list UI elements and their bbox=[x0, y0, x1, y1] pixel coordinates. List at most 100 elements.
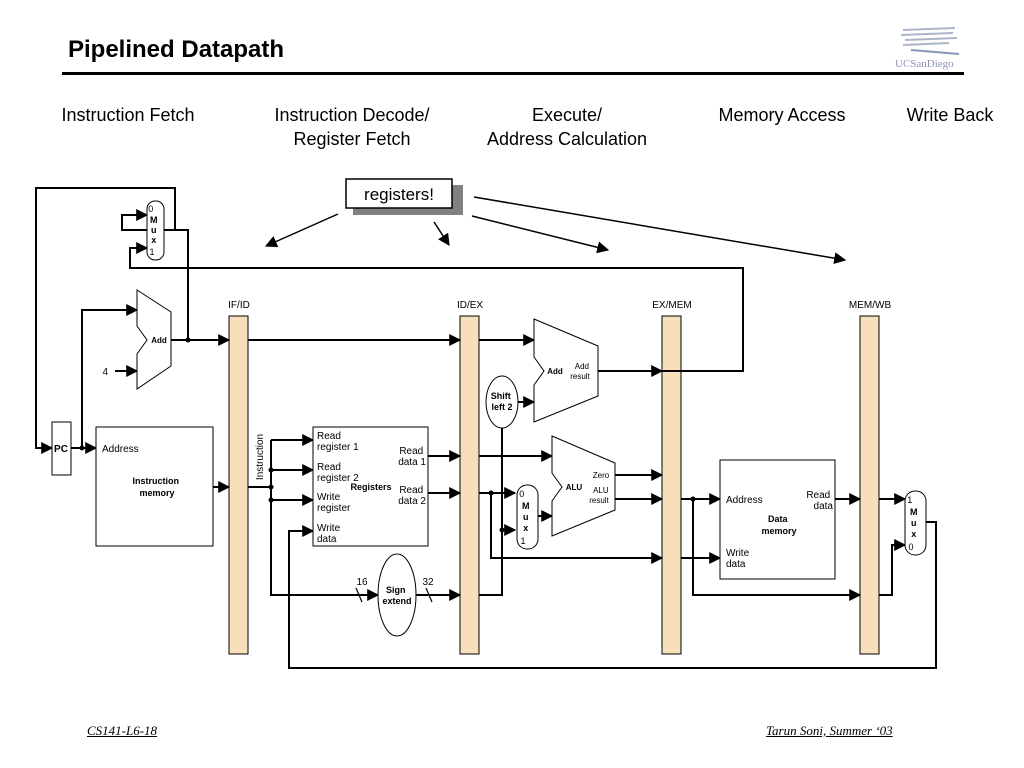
branch-adder-label: Add bbox=[547, 367, 563, 376]
ucsd-logo-text: UCSanDiego bbox=[895, 58, 954, 70]
pipeline-register-label: ID/EX bbox=[457, 300, 483, 311]
mux-label-line: u bbox=[151, 225, 157, 235]
mux-label-line: x bbox=[151, 235, 156, 245]
mux-label-line: 0 bbox=[148, 204, 153, 214]
label-line: data bbox=[814, 501, 834, 512]
registers-callout: registers! bbox=[264, 178, 847, 265]
data-memory-label: Data memory bbox=[761, 514, 796, 536]
label-line: extend bbox=[382, 596, 411, 606]
mux-ex-label: 0 M u x 1 bbox=[519, 489, 532, 546]
wire-write-back bbox=[288, 521, 937, 669]
label-line: Read bbox=[806, 490, 830, 501]
label-line: memory bbox=[139, 488, 174, 498]
stage-line: Instruction Decode/ bbox=[274, 105, 430, 125]
alu-label: ALU bbox=[566, 483, 583, 492]
label-line: data bbox=[726, 559, 746, 570]
stage-line: Address Calculation bbox=[486, 129, 648, 149]
junction-dot bbox=[499, 527, 505, 533]
label-line: Add bbox=[575, 362, 589, 371]
read-register-2-label: Read register 2 bbox=[317, 462, 359, 484]
slide-title: Pipelined Datapath bbox=[68, 36, 285, 63]
stage-line: Memory Access bbox=[718, 105, 846, 125]
alu-result-label: ALU result bbox=[589, 486, 611, 505]
stage-line: Write Back bbox=[906, 105, 994, 125]
pipeline-register-label: IF/ID bbox=[228, 300, 250, 311]
read-data-1-label: Read data 1 bbox=[398, 446, 426, 468]
alu-zero-label: Zero bbox=[593, 471, 610, 480]
register-file-box bbox=[312, 426, 429, 547]
bus-width-32: 32 bbox=[422, 577, 434, 588]
mux-wb: 1 M u x 0 bbox=[904, 490, 927, 556]
junction-dot bbox=[79, 445, 85, 451]
pc-label: PC bbox=[54, 444, 68, 455]
mux-label-line: 0 bbox=[519, 489, 524, 499]
pipeline-register-label: MEM/WB bbox=[849, 300, 892, 311]
branch-adder-shape bbox=[533, 318, 599, 423]
data-memory-read-data: Read data bbox=[806, 490, 833, 512]
label-line: result bbox=[570, 372, 590, 381]
mux-label-line: 1 bbox=[907, 495, 912, 505]
shift-left-2: Shift left 2 bbox=[485, 375, 519, 429]
alu: ALU Zero ALU result bbox=[551, 435, 616, 537]
mux-wb-shape bbox=[904, 490, 927, 556]
label-line: Read bbox=[399, 446, 423, 457]
stage-instruction-decode: Instruction Decode/ Register Fetch bbox=[252, 103, 452, 151]
stage-memory-access: Memory Access bbox=[696, 103, 868, 127]
stage-line: Execute/ bbox=[531, 105, 603, 125]
instruction-label: Instruction bbox=[255, 434, 266, 480]
callout-arrow-exmem bbox=[471, 215, 610, 254]
label-line: Read bbox=[399, 485, 423, 496]
label-line: left 2 bbox=[491, 402, 512, 412]
read-data-2-label: Read data 2 bbox=[398, 485, 426, 507]
instruction-memory-box bbox=[95, 426, 214, 547]
label-line: data 1 bbox=[398, 457, 426, 468]
label-line: result bbox=[589, 496, 609, 505]
footer-slide-number: CS141-L6-18 bbox=[87, 723, 158, 738]
stage-execute: Execute/ Address Calculation bbox=[467, 103, 667, 151]
wire-imm-mux bbox=[479, 524, 517, 596]
wire-wb-alu bbox=[879, 539, 907, 596]
footer-author: Tarun Soni, Summer ‘03 bbox=[766, 723, 893, 738]
mux-top-shape bbox=[146, 200, 165, 261]
title-rule bbox=[62, 72, 964, 75]
callout-box bbox=[345, 178, 453, 209]
pc-adder-label: Add bbox=[151, 336, 167, 345]
label-line: register 2 bbox=[317, 473, 359, 484]
mux-ex-shape bbox=[516, 484, 539, 550]
bus-width-16: 16 bbox=[356, 577, 368, 588]
pipeline-register-label: EX/MEM bbox=[652, 300, 691, 311]
mux-ex: 0 M u x 1 bbox=[516, 484, 539, 550]
label-line: Read bbox=[317, 431, 341, 442]
pipeline-register-if-id bbox=[228, 315, 249, 655]
pipeline-register-ex-mem bbox=[661, 315, 682, 655]
instruction-memory-address: Address bbox=[102, 444, 139, 455]
junction-dots bbox=[79, 337, 696, 533]
bus-width-slash-32 bbox=[425, 587, 433, 603]
sign-extend-label: Sign extend bbox=[382, 585, 411, 606]
constant-four: 4 bbox=[102, 367, 108, 378]
label-line: Sign bbox=[386, 585, 406, 595]
bus-width-slash-16 bbox=[355, 587, 363, 603]
junction-dot bbox=[690, 496, 696, 502]
pc-adder: Add bbox=[136, 289, 172, 390]
label-line: data 2 bbox=[398, 496, 426, 507]
wire-pc-plus4-feedback bbox=[121, 209, 189, 340]
label-line: register 1 bbox=[317, 442, 359, 453]
data-memory-address: Address bbox=[726, 495, 763, 506]
pipeline-register-id-ex bbox=[459, 315, 480, 655]
pc-adder-shape bbox=[136, 289, 172, 390]
wire-mem-bypass bbox=[692, 499, 862, 601]
stage-write-back: Write Back bbox=[895, 103, 1005, 127]
label-line: Instruction bbox=[132, 476, 179, 486]
pc-register: PC bbox=[51, 421, 72, 476]
alu-shape bbox=[551, 435, 616, 537]
callout-arrow-ifid bbox=[264, 213, 339, 248]
label-line: Write bbox=[317, 523, 341, 534]
data-memory: Address Read data Data memory Write data bbox=[719, 459, 836, 580]
mux-top: 0 M u x 1 bbox=[146, 200, 165, 261]
stage-instruction-fetch: Instruction Fetch bbox=[40, 103, 216, 127]
stage-line: Instruction Fetch bbox=[61, 105, 195, 125]
mux-label-line: 1 bbox=[520, 536, 525, 546]
data-memory-write-data: Write data bbox=[726, 548, 752, 570]
